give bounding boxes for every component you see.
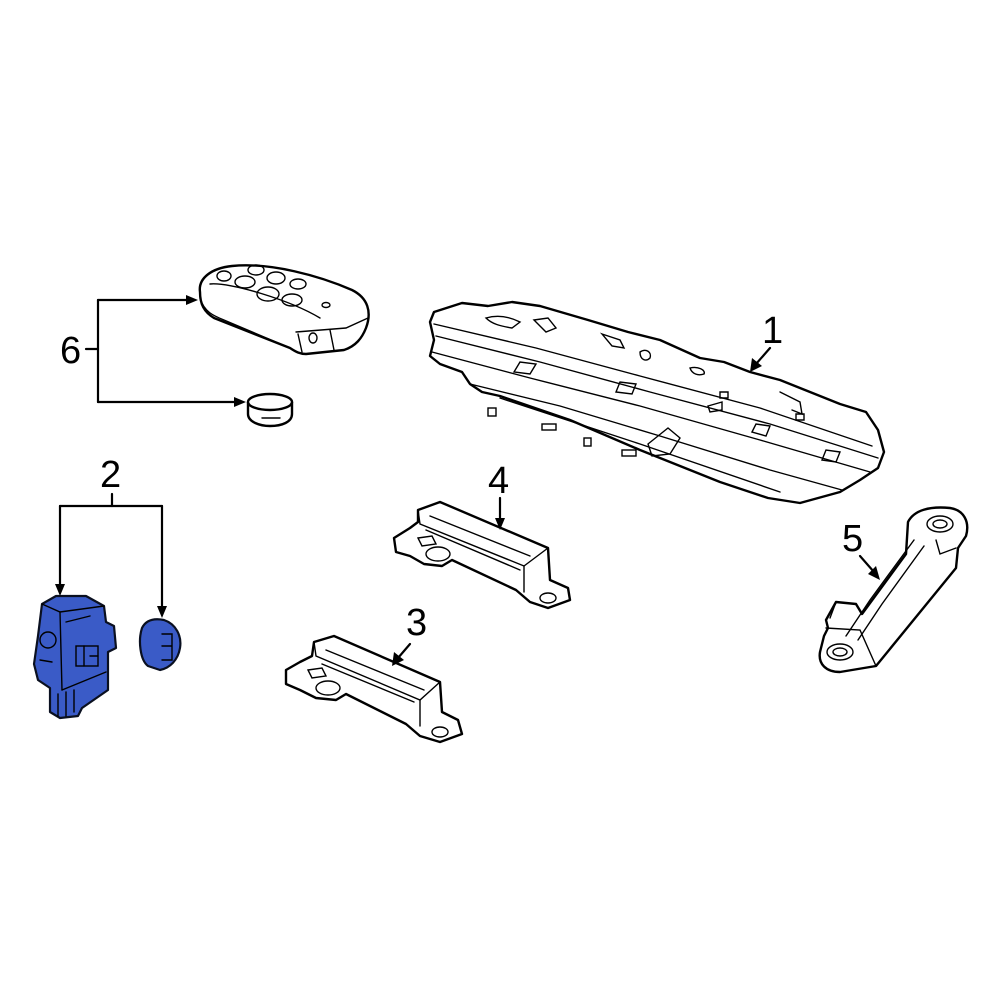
callout-4-label[interactable]: 4 — [488, 460, 510, 502]
callout-4-leader — [495, 496, 505, 530]
antenna-bracket-lower-icon[interactable] — [284, 634, 464, 744]
callout-1-leader — [750, 346, 772, 372]
antenna-bracket-upper-icon[interactable] — [392, 500, 572, 610]
callout-6-label[interactable]: 6 — [60, 330, 82, 372]
callout-2-label[interactable]: 2 — [100, 454, 122, 496]
callout-3-leader — [392, 642, 412, 666]
callout-2-leader — [55, 492, 167, 618]
callout-5-label[interactable]: 5 — [842, 518, 864, 560]
key-fob-icon[interactable] — [198, 264, 370, 356]
callout-1-label[interactable]: 1 — [762, 310, 784, 352]
sensor-assembly-icon[interactable] — [32, 594, 118, 720]
control-module-panel-icon[interactable] — [428, 300, 886, 505]
callout-6-leader — [84, 295, 246, 407]
sensor-cap-icon[interactable] — [138, 618, 182, 672]
antenna-bracket-side-icon[interactable] — [818, 506, 969, 674]
callout-3-label[interactable]: 3 — [406, 602, 428, 644]
callout-5-leader — [858, 554, 880, 580]
coin-battery-icon[interactable] — [246, 392, 294, 428]
